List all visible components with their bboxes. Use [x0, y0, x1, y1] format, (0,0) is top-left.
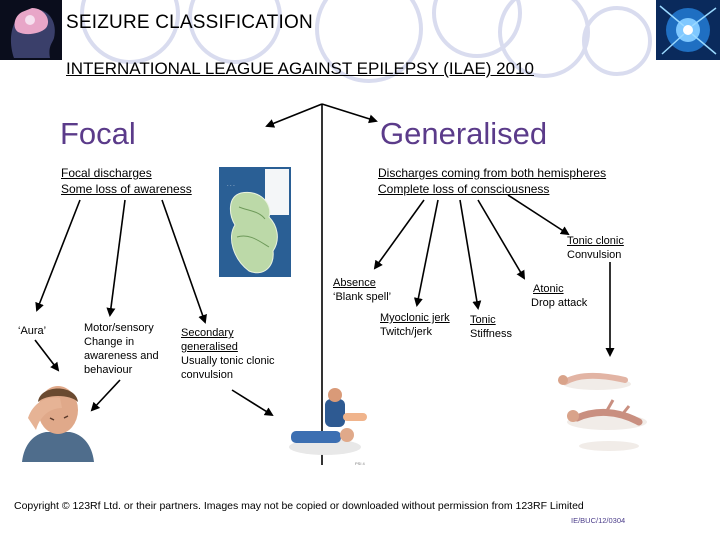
- brain-map-image: · · ·: [219, 167, 291, 277]
- svg-text:PSI 4: PSI 4: [355, 461, 366, 466]
- atonic-line: Atonic: [533, 283, 564, 295]
- copyright-notice: Copyright © 123Rf Ltd. or their partners…: [14, 500, 584, 512]
- myoclonic-line: Myoclonic jerk: [380, 312, 450, 324]
- myoclonic-line: Twitch/jerk: [380, 326, 432, 338]
- absence-line: Absence: [333, 277, 376, 289]
- focal-description-2: Some loss of awareness: [61, 182, 192, 196]
- first-aid-image: PSI 4: [285, 385, 380, 467]
- myoclonic-label: Myoclonic jerk Twitch/jerk: [380, 311, 450, 339]
- decorative-ring: [315, 0, 423, 83]
- page-subtitle: INTERNATIONAL LEAGUE AGAINST EPILEPSY (I…: [66, 59, 534, 78]
- secondary-line: generalised: [181, 341, 238, 353]
- motor-sensory-line: awareness and: [84, 350, 159, 362]
- tonic-clonic-line: Tonic clonic: [567, 235, 624, 247]
- tonic-line: Stiffness: [470, 328, 512, 340]
- secondary-line: Secondary: [181, 327, 234, 339]
- generalised-description-1: Discharges coming from both hemispheres: [378, 166, 607, 180]
- convulsion-illustration: [555, 362, 655, 454]
- tonic-clonic-label: Tonic clonic Convulsion: [567, 234, 624, 262]
- motor-sensory-line: Change in: [84, 336, 135, 348]
- tonic-clonic-line: Convulsion: [567, 249, 622, 261]
- atonic-line: Drop attack: [531, 297, 588, 309]
- absence-label: Absence ‘Blank spell’: [333, 276, 391, 304]
- motor-sensory-label: Motor/sensory Change in awareness and be…: [84, 321, 159, 377]
- neural-network-image: [656, 0, 720, 60]
- motor-sensory-line: Motor/sensory: [84, 322, 154, 334]
- decorative-ring: [582, 6, 652, 76]
- focal-heading: Focal: [60, 116, 136, 151]
- absence-line: ‘Blank spell’: [333, 291, 392, 303]
- focal-description-1: Focal discharges: [61, 166, 152, 180]
- aura-label: ‘Aura’: [18, 325, 47, 337]
- document-code: IE/BUC/12/0304: [571, 516, 626, 525]
- tonic-line: Tonic: [470, 314, 496, 326]
- brain-head-image: [0, 0, 62, 60]
- generalised-heading: Generalised: [380, 116, 548, 151]
- generalised-description-2: Complete loss of consciousness: [378, 182, 550, 196]
- atonic-label: Atonic Drop attack: [531, 282, 587, 310]
- page-title: SEIZURE CLASSIFICATION: [66, 12, 313, 33]
- tonic-label: Tonic Stiffness: [470, 313, 512, 341]
- secondary-generalised-label: Secondary generalised Usually tonic clon…: [181, 326, 275, 382]
- secondary-line: Usually tonic clonic: [181, 355, 275, 367]
- secondary-line: convulsion: [181, 369, 233, 381]
- motor-sensory-line: behaviour: [84, 364, 133, 376]
- svg-text:· · ·: · · ·: [227, 183, 235, 189]
- headache-man-image: [20, 378, 96, 462]
